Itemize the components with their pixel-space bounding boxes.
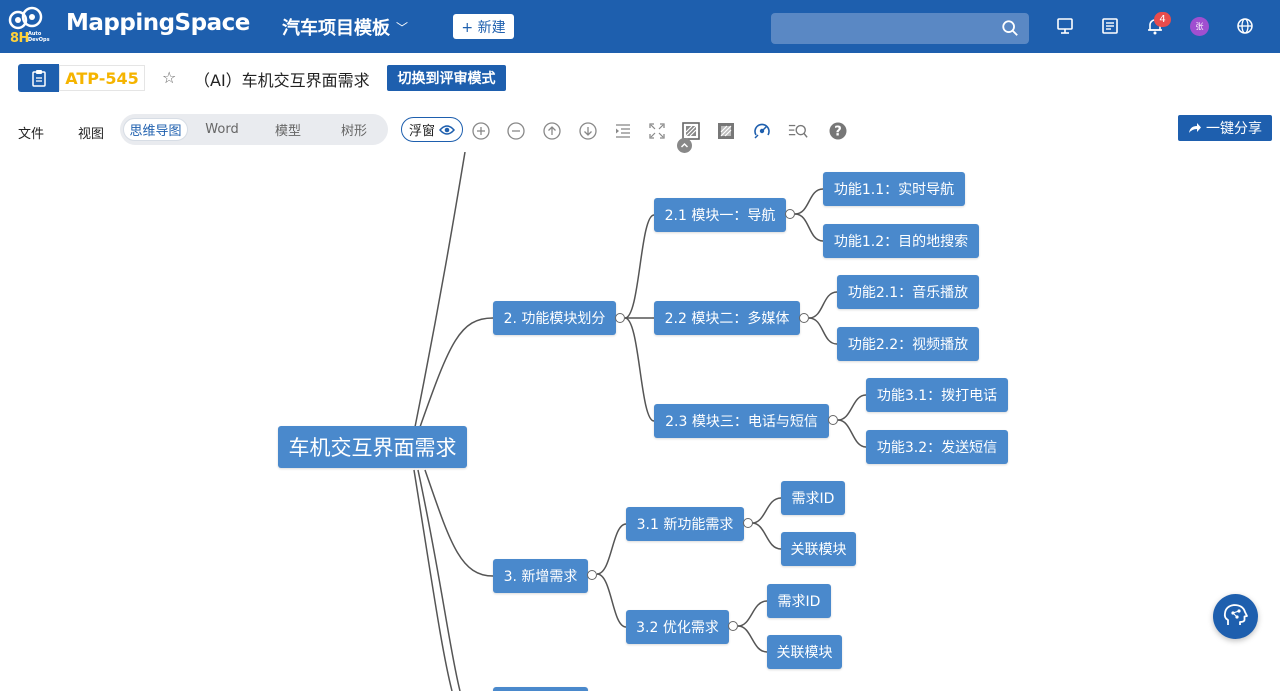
mindmap-node-2-1-1[interactable]: 功能1.1：实时导航 xyxy=(823,172,965,206)
project-name: 汽车项目模板 xyxy=(282,18,390,39)
collapse-toolbar-button[interactable] xyxy=(677,138,692,153)
collapse-knob[interactable] xyxy=(799,313,809,323)
remove-node-icon[interactable] xyxy=(506,121,526,141)
page-title: （AI）车机交互界面需求 xyxy=(194,71,370,90)
mindmap-node-2-1-2[interactable]: 功能1.2：目的地搜索 xyxy=(823,224,979,258)
doc-id[interactable]: ATP-545 xyxy=(59,65,145,91)
collapse-knob[interactable] xyxy=(615,313,625,323)
tab-mindmap[interactable]: 思维导图 xyxy=(123,118,188,141)
pattern-fill-alt-icon[interactable] xyxy=(716,121,736,141)
new-button[interactable]: + 新建 xyxy=(453,14,514,39)
search-input[interactable] xyxy=(771,13,1029,44)
share-label: 一键分享 xyxy=(1206,121,1262,137)
move-up-icon[interactable] xyxy=(542,121,562,141)
move-down-icon[interactable] xyxy=(578,121,598,141)
float-window-button[interactable]: 浮窗 xyxy=(401,117,463,142)
star-icon[interactable]: ☆ xyxy=(162,68,177,87)
mindmap-node-2-3[interactable]: 2.3 模块三：电话与短信 xyxy=(654,404,829,438)
review-mode-button[interactable]: 切换到评审模式 xyxy=(387,65,506,91)
add-node-icon[interactable] xyxy=(471,121,491,141)
mindmap-node-3-2-1[interactable]: 需求ID xyxy=(767,584,831,618)
mindmap-node-3-1[interactable]: 3.1 新功能需求 xyxy=(626,507,744,541)
menu-file[interactable]: 文件 xyxy=(18,127,45,142)
mindmap-node-2-3-2[interactable]: 功能3.2：发送短信 xyxy=(866,430,1008,464)
mindmap-canvas[interactable]: 车机交互界面需求 2. 功能模块划分 2.1 模块一：导航 功能1.1：实时导航… xyxy=(0,152,1280,691)
assistant-head-icon xyxy=(1223,604,1248,625)
svg-text:?: ? xyxy=(834,125,842,140)
fullscreen-icon[interactable] xyxy=(647,121,667,141)
tab-tree[interactable]: 树形 xyxy=(340,124,367,139)
ai-assistant-icon[interactable] xyxy=(752,121,772,141)
mindmap-node-3-1-2[interactable]: 关联模块 xyxy=(781,532,856,566)
mindmap-node-2-2-2[interactable]: 功能2.2：视频播放 xyxy=(837,327,979,361)
tab-model[interactable]: 模型 xyxy=(274,124,301,139)
pattern-fill-icon[interactable] xyxy=(681,121,701,141)
logo-8h-text: 8H xyxy=(10,31,29,46)
chevron-up-icon xyxy=(680,142,689,148)
mindmap-root-node[interactable]: 车机交互界面需求 xyxy=(278,426,467,468)
mindmap-connectors xyxy=(413,152,867,691)
mindmap-node-2-3-1[interactable]: 功能3.1：拨打电话 xyxy=(866,378,1008,412)
share-button[interactable]: 一键分享 xyxy=(1178,115,1272,141)
menu-view[interactable]: 视图 xyxy=(78,127,105,142)
avatar[interactable]: 张 xyxy=(1190,17,1209,36)
mindmap-node-2[interactable]: 2. 功能模块划分 xyxy=(493,301,616,335)
collapse-knob[interactable] xyxy=(828,415,838,425)
mindmap-node-3[interactable]: 3. 新增需求 xyxy=(493,559,588,593)
task-list-icon[interactable] xyxy=(1100,16,1120,36)
tab-word[interactable]: Word xyxy=(205,122,239,137)
mindmap-node-3-2[interactable]: 3.2 优化需求 xyxy=(626,610,729,644)
collapse-knob[interactable] xyxy=(728,621,738,631)
mindmap-node-2-2[interactable]: 2.2 模块二：多媒体 xyxy=(654,301,800,335)
outline-search-icon[interactable] xyxy=(788,121,808,141)
globe-icon[interactable] xyxy=(1235,16,1255,36)
project-switcher[interactable]: 汽车项目模板 ﹀ xyxy=(282,14,408,40)
help-icon[interactable]: ? xyxy=(828,121,848,141)
mindmap-node-4-partial[interactable] xyxy=(493,687,588,691)
mindmap-node-3-1-1[interactable]: 需求ID xyxy=(781,481,845,515)
share-arrow-icon xyxy=(1189,123,1201,133)
mindmap-node-2-2-1[interactable]: 功能2.1：音乐播放 xyxy=(837,275,979,309)
assistant-fab-button[interactable] xyxy=(1213,594,1258,639)
view-tabs: 思维导图 Word 模型 树形 xyxy=(120,114,388,145)
logo-cloud-icon xyxy=(8,6,43,30)
collapse-knob[interactable] xyxy=(587,570,597,580)
mindmap-node-2-1[interactable]: 2.1 模块一：导航 xyxy=(654,198,786,232)
eye-icon xyxy=(439,124,455,135)
clipboard-icon xyxy=(31,70,46,87)
doc-type-button[interactable] xyxy=(18,64,59,92)
mindmap-node-3-2-2[interactable]: 关联模块 xyxy=(767,635,842,669)
search-icon[interactable] xyxy=(1001,19,1019,37)
brand-name[interactable]: MappingSpace xyxy=(66,10,250,36)
collapse-knob[interactable] xyxy=(785,209,795,219)
float-label: 浮窗 xyxy=(408,124,435,139)
indent-icon[interactable] xyxy=(613,121,633,141)
monitor-icon[interactable] xyxy=(1055,16,1075,36)
collapse-knob[interactable] xyxy=(743,518,753,528)
chevron-down-icon: ﹀ xyxy=(396,20,409,35)
notification-badge: 4 xyxy=(1154,12,1171,27)
